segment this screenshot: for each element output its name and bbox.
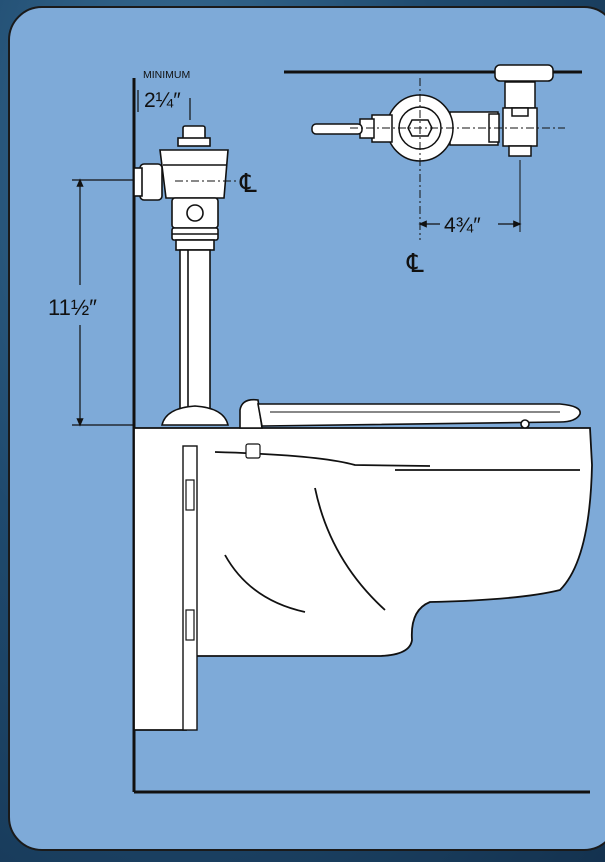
height-dimension: 11½″ (48, 295, 97, 320)
topview-valve (311, 64, 554, 162)
flush-valve (133, 125, 230, 426)
minimum-label: MINIMUM (143, 69, 190, 81)
offset-dimension: 4¾″ (444, 214, 481, 237)
toilet-seat (239, 398, 581, 429)
toilet-bowl (133, 427, 593, 731)
topview-centerline-symbol: ℄ (406, 248, 424, 278)
valve-centerline-symbol: ℄ (239, 168, 257, 198)
clearance-dimension: 2¼″ (144, 89, 181, 112)
